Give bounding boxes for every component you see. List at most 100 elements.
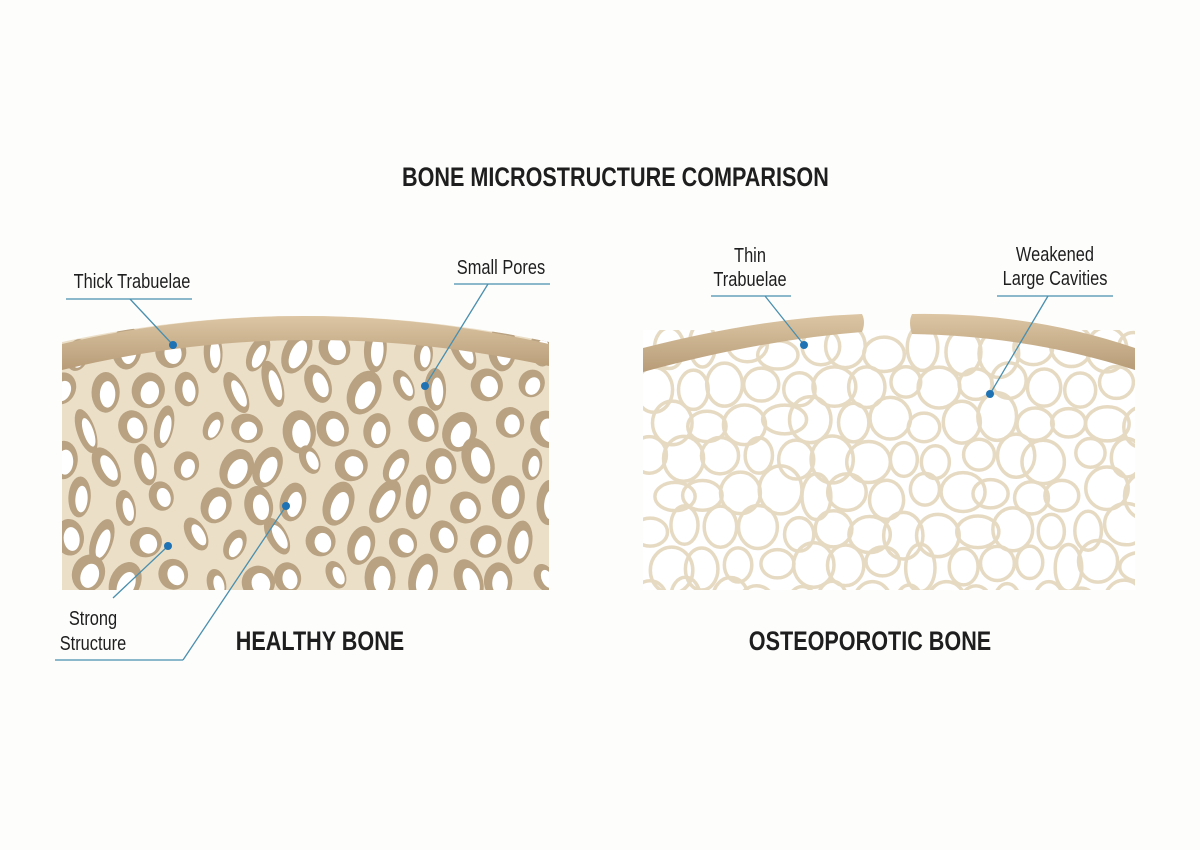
- pore-hole: [540, 418, 549, 443]
- trabecula-cell: [995, 581, 1019, 590]
- trabecula-cell: [791, 541, 836, 589]
- trabecula-cell: [699, 435, 741, 476]
- pore-hole: [344, 456, 364, 477]
- pore-hole: [373, 565, 391, 590]
- caption-healthy-bone: HEALTHY BONE: [235, 626, 405, 656]
- pore-hole: [63, 527, 80, 551]
- pore-hole: [139, 533, 158, 554]
- trabecula-cell: [787, 394, 833, 445]
- pore-hole: [477, 533, 496, 555]
- trabecula-cell: [1117, 551, 1135, 583]
- marker-dot: [800, 341, 808, 349]
- marker-dot: [164, 542, 172, 550]
- trabecula-cell: [669, 504, 700, 546]
- label-thick-trabeculae: Thick Trabuelae: [73, 271, 191, 293]
- pore-hole: [504, 414, 520, 435]
- trabecula-cell: [702, 504, 739, 549]
- pore-hole: [500, 485, 520, 514]
- pore-hole: [438, 527, 455, 549]
- pore-hole: [450, 421, 471, 448]
- osteoporotic-cortex-right: [910, 313, 1135, 370]
- trabecula-cell: [903, 542, 937, 590]
- trabecula-cell: [1073, 509, 1104, 552]
- pore-hole: [492, 570, 508, 590]
- pore-hole: [62, 449, 74, 475]
- pore-hole: [354, 381, 376, 410]
- pore-hole: [99, 381, 116, 408]
- trabecula-cell: [683, 546, 720, 590]
- pore-hole: [251, 344, 267, 368]
- osteoporotic-cortex-left: [643, 314, 864, 372]
- trabecula-cell: [1122, 474, 1135, 519]
- pore-hole: [231, 380, 247, 407]
- marker-dots: [164, 341, 994, 550]
- trabecula-cell: [1122, 406, 1135, 448]
- pore-hole: [397, 534, 414, 554]
- pore-hole: [415, 564, 433, 590]
- pore-hole: [75, 485, 88, 513]
- diagram-title: BONE MICROSTRUCTURE COMPARISON: [402, 162, 829, 192]
- trabecula-cell: [897, 583, 921, 590]
- trabecula-cell: [813, 509, 854, 549]
- trabecula-cell: [741, 366, 781, 403]
- pore-hole: [326, 418, 345, 442]
- pore-hole: [228, 537, 243, 558]
- trabecula-cell: [670, 575, 701, 590]
- pore-hole: [417, 413, 435, 437]
- trabecula-cell: [939, 470, 987, 514]
- pore-hole: [514, 530, 529, 559]
- pore-hole: [400, 376, 413, 397]
- pore-hole: [159, 415, 172, 443]
- pore: [536, 479, 549, 526]
- pore-hole: [271, 525, 288, 549]
- trabecula-cell: [648, 545, 695, 590]
- pore-hole: [288, 340, 308, 369]
- trabecula-cell: [811, 365, 858, 409]
- trabecula-cell: [867, 478, 906, 522]
- trabecula-cell: [712, 575, 749, 590]
- trabecula-cell: [643, 434, 669, 475]
- trabecula-cell: [906, 411, 942, 444]
- trabecula-cell: [914, 512, 961, 559]
- pore-hole: [122, 497, 134, 522]
- pore-hole: [459, 498, 477, 520]
- pore-hole: [62, 380, 72, 402]
- trabecula-cell: [743, 436, 775, 475]
- pore-hole: [376, 490, 396, 518]
- pore-hole: [156, 487, 171, 507]
- marker-dot: [421, 382, 429, 390]
- trabecula-cell: [1097, 364, 1135, 401]
- trabecula-cell: [1014, 544, 1045, 581]
- trabecula-cell: [1083, 405, 1131, 443]
- trabecula-cell: [776, 438, 816, 481]
- trabecula-cell: [976, 390, 1019, 443]
- healthy-bone-illustration: [62, 316, 549, 590]
- trabecula-cell: [1071, 586, 1092, 590]
- trabecula-cell: [742, 584, 771, 590]
- trabecula-cell: [861, 335, 907, 374]
- pore-hole: [127, 417, 144, 439]
- trabecula-cell: [881, 510, 925, 561]
- pore-hole: [412, 484, 427, 514]
- pore-hole: [227, 458, 248, 485]
- label-strong-line1: Strong: [68, 608, 118, 630]
- leader-lines: [55, 283, 1113, 661]
- pore-hole: [332, 566, 345, 585]
- trabecula-cell: [1074, 436, 1107, 470]
- pore-hole: [140, 381, 160, 405]
- pore-hole: [282, 569, 298, 590]
- pore-hole: [207, 419, 221, 438]
- marker-dot: [282, 502, 290, 510]
- trabecula-cell: [961, 437, 997, 472]
- pore-hole: [167, 565, 185, 586]
- trabecula-cell: [1084, 465, 1130, 512]
- label-thin-line2: Trabuelae: [713, 269, 787, 291]
- pore-hole: [540, 569, 549, 588]
- trabecula-cell: [1036, 512, 1067, 551]
- pore-hole: [371, 421, 387, 445]
- pore-hole: [100, 455, 118, 481]
- pore-hole: [191, 524, 207, 546]
- trabecula-cell: [1025, 367, 1063, 408]
- trabecula-cell: [947, 546, 980, 587]
